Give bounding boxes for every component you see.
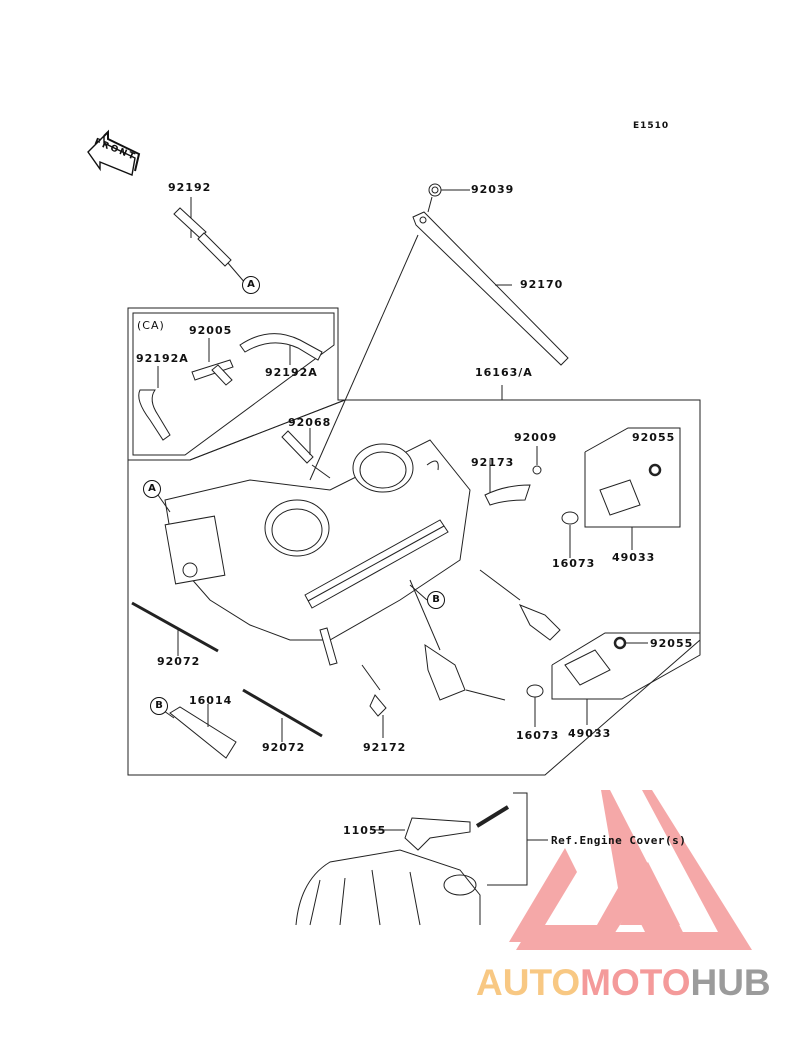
- throttle-body-box: [127, 399, 701, 776]
- strap-92170: [309, 183, 569, 481]
- callout-a-top: A: [242, 276, 260, 294]
- part-label-92192a-right[interactable]: 92192A: [265, 366, 318, 379]
- front-arrow-icon: [87, 129, 141, 176]
- tie-92072-lower: [242, 688, 323, 742]
- watermark-text: AUTOMOTOHUB: [476, 962, 771, 1004]
- watermark-auto: AUTO: [476, 962, 581, 1003]
- part-label-92192[interactable]: 92192: [168, 181, 212, 194]
- part-label-49033-lower[interactable]: 49033: [568, 727, 612, 740]
- part-label-92055-lower[interactable]: 92055: [650, 637, 694, 650]
- part-label-92068[interactable]: 92068: [288, 416, 332, 429]
- part-label-49033-upper[interactable]: 49033: [612, 551, 656, 564]
- diagram-code: E1510: [633, 121, 670, 131]
- t-joint-92005: [191, 338, 234, 386]
- part-label-92172[interactable]: 92172: [363, 741, 407, 754]
- callout-b-kit: B: [150, 697, 168, 715]
- part-label-92005[interactable]: 92005: [189, 324, 233, 337]
- part-label-16014[interactable]: 16014: [189, 694, 233, 707]
- injector-box-upper: [584, 427, 681, 528]
- callout-b-assembly: B: [427, 591, 445, 609]
- tie-92072-upper: [131, 601, 219, 656]
- watermark-moto: MOTO: [580, 962, 691, 1003]
- throttle-body-drawing: [164, 439, 471, 666]
- part-label-92173[interactable]: 92173: [471, 456, 515, 469]
- part-label-11055[interactable]: 11055: [343, 824, 387, 837]
- part-label-92039[interactable]: 92039: [471, 183, 515, 196]
- screw-kit-box: [169, 706, 237, 759]
- bracket-11055: [372, 805, 510, 851]
- part-label-92192a-left[interactable]: 92192A: [136, 352, 189, 365]
- watermark-hub: HUB: [690, 962, 771, 1003]
- part-label-16073-upper[interactable]: 16073: [552, 557, 596, 570]
- hose-92192a-left: [138, 366, 171, 441]
- injector-box-lower: [551, 632, 701, 700]
- watermark-logo-icon: [509, 790, 752, 950]
- engine-cover-drawing: [295, 849, 481, 926]
- part-label-92055-upper[interactable]: 92055: [632, 431, 676, 444]
- part-label-16073-lower[interactable]: 16073: [516, 729, 560, 742]
- part-label-16163a[interactable]: 16163/A: [475, 366, 533, 379]
- part-label-92072-lower[interactable]: 92072: [262, 741, 306, 754]
- hose-92192: [173, 197, 247, 285]
- part-label-92009[interactable]: 92009: [514, 431, 558, 444]
- cap-92068: [281, 428, 331, 479]
- reference-engine-cover-link[interactable]: Ref.Engine Cover(s): [551, 834, 687, 847]
- variant-label: (CA): [137, 319, 165, 332]
- part-label-92170[interactable]: 92170: [520, 278, 564, 291]
- part-label-92072-upper[interactable]: 92072: [157, 655, 201, 668]
- hose-92192a-right: [239, 333, 323, 365]
- callout-a-assembly: A: [143, 480, 161, 498]
